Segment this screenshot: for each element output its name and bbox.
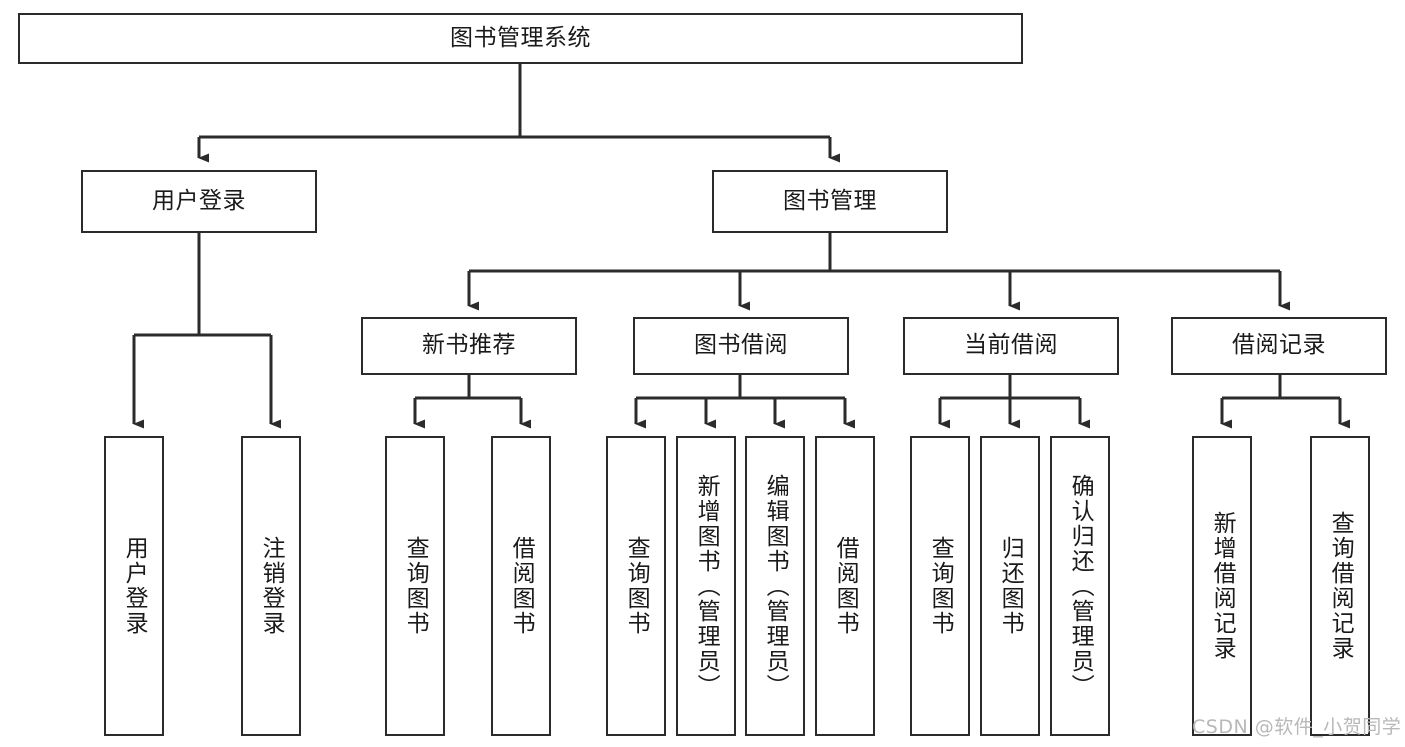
node-leaf-confirm-return-admin-label: 确认归还（管理员）	[1067, 473, 1094, 699]
node-borrow-record-label: 借阅记录	[1232, 332, 1326, 359]
node-leaf-query-book-current-label: 查询图书	[927, 536, 954, 636]
node-leaf-borrow-book[interactable]: 借阅图书	[815, 436, 875, 736]
node-leaf-user-login[interactable]: 用户登录	[104, 436, 164, 736]
node-borrow-record[interactable]: 借阅记录	[1171, 317, 1387, 375]
node-leaf-confirm-return-admin[interactable]: 确认归还（管理员）	[1050, 436, 1110, 736]
node-user-login[interactable]: 用户登录	[81, 170, 317, 233]
node-book-borrow-label: 图书借阅	[694, 332, 788, 359]
node-leaf-add-borrow-record[interactable]: 新增借阅记录	[1192, 436, 1252, 736]
node-leaf-add-book-admin-label: 新增图书（管理员）	[693, 473, 720, 699]
node-leaf-logout[interactable]: 注销登录	[241, 436, 301, 736]
node-leaf-query-borrow-record-label: 查询借阅记录	[1327, 511, 1354, 661]
node-new-book-recommend-label: 新书推荐	[422, 332, 516, 359]
node-leaf-borrow-book-recommend[interactable]: 借阅图书	[491, 436, 551, 736]
watermark-text: CSDN @软件_小贺同学	[1192, 716, 1402, 738]
node-leaf-query-borrow-record[interactable]: 查询借阅记录	[1310, 436, 1370, 736]
node-leaf-return-book[interactable]: 归还图书	[980, 436, 1040, 736]
node-user-login-label: 用户登录	[152, 187, 246, 214]
node-book-management-label: 图书管理	[783, 187, 877, 214]
node-leaf-edit-book-admin-label: 编辑图书（管理员）	[762, 473, 789, 699]
node-leaf-user-login-label: 用户登录	[121, 536, 148, 636]
node-leaf-return-book-label: 归还图书	[997, 536, 1024, 636]
node-leaf-query-book-current[interactable]: 查询图书	[910, 436, 970, 736]
node-leaf-borrow-book-label: 借阅图书	[832, 536, 859, 636]
node-leaf-add-borrow-record-label: 新增借阅记录	[1209, 511, 1236, 661]
node-root-book-management-system[interactable]: 图书管理系统	[18, 13, 1023, 64]
node-current-borrow[interactable]: 当前借阅	[903, 317, 1119, 375]
node-leaf-query-book-recommend[interactable]: 查询图书	[385, 436, 445, 736]
node-book-borrow[interactable]: 图书借阅	[633, 317, 849, 375]
node-leaf-query-book[interactable]: 查询图书	[606, 436, 666, 736]
node-leaf-logout-label: 注销登录	[258, 536, 285, 636]
node-root-label: 图书管理系统	[450, 24, 591, 51]
node-new-book-recommend[interactable]: 新书推荐	[361, 317, 577, 375]
node-leaf-query-book-recommend-label: 查询图书	[402, 536, 429, 636]
node-leaf-add-book-admin[interactable]: 新增图书（管理员）	[676, 436, 736, 736]
node-leaf-edit-book-admin[interactable]: 编辑图书（管理员）	[745, 436, 805, 736]
node-leaf-query-book-label: 查询图书	[623, 536, 650, 636]
node-current-borrow-label: 当前借阅	[964, 332, 1058, 359]
node-book-management[interactable]: 图书管理	[712, 170, 948, 233]
node-leaf-borrow-book-recommend-label: 借阅图书	[508, 536, 535, 636]
